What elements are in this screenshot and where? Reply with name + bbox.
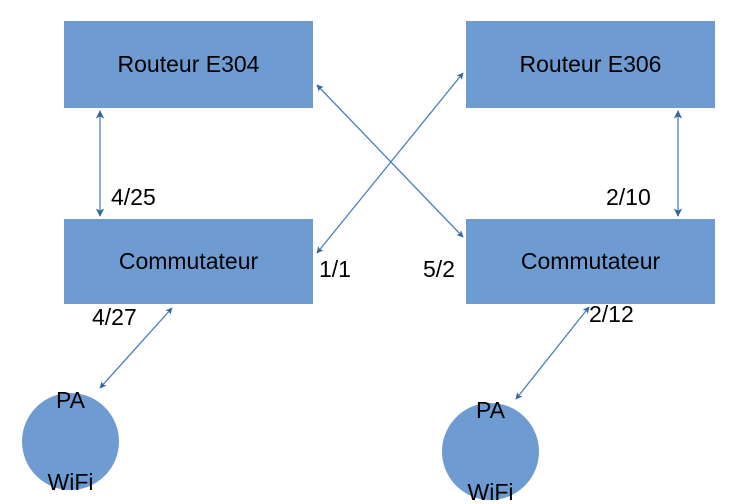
connector-switch-right-ap-right	[515, 306, 590, 400]
ap-right-line1: PA	[476, 397, 505, 424]
node-router-e304[interactable]: Routeur E304	[64, 21, 313, 108]
edge-label-4-27: 4/27	[92, 304, 137, 330]
node-ap-wifi-right[interactable]: PA WiFi	[442, 397, 539, 504]
node-switch-right[interactable]: Commutateur	[466, 219, 715, 304]
node-label-router-e306: Routeur E306	[519, 50, 662, 77]
node-ap-wifi-left[interactable]: PA WiFi	[22, 387, 119, 495]
ap-right-line2: WiFi	[467, 478, 514, 504]
node-label-switch-left: Commutateur	[118, 247, 259, 274]
node-label-router-e304: Routeur E304	[117, 50, 260, 77]
ap-left-line2: WiFi	[47, 468, 94, 495]
node-router-e306[interactable]: Routeur E306	[466, 21, 715, 108]
node-label-switch-right: Commutateur	[520, 247, 661, 274]
node-switch-left[interactable]: Commutateur	[64, 219, 313, 304]
edge-label-4-25: 4/25	[111, 184, 156, 210]
node-label-ap-wifi-right: PA WiFi	[468, 370, 514, 504]
connector-switch-left-ap-left	[99, 307, 173, 389]
edge-label-2-10: 2/10	[606, 184, 651, 210]
edge-label-2-12: 2/12	[589, 301, 634, 327]
edge-label-1-1: 1/1	[319, 256, 351, 282]
node-label-ap-wifi-left: PA WiFi	[48, 360, 94, 504]
connector-e306-switch-left	[316, 72, 464, 254]
connector-e304-switch-right	[316, 84, 464, 238]
edge-label-5-2: 5/2	[423, 256, 455, 282]
ap-left-line1: PA	[56, 387, 85, 414]
